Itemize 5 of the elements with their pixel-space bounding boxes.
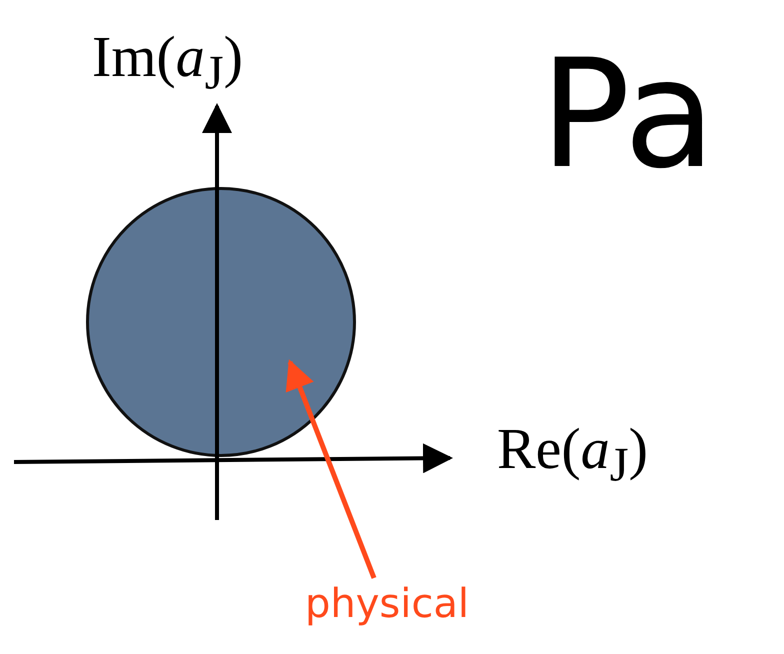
annotation-text: physical <box>305 582 469 626</box>
axis-label: Re(a$_{J}$) <box>497 420 648 490</box>
axis-label: Im(a$_{J}$) <box>92 28 243 98</box>
slide-title: Pa <box>540 40 716 190</box>
leader-arrow <box>286 359 376 579</box>
